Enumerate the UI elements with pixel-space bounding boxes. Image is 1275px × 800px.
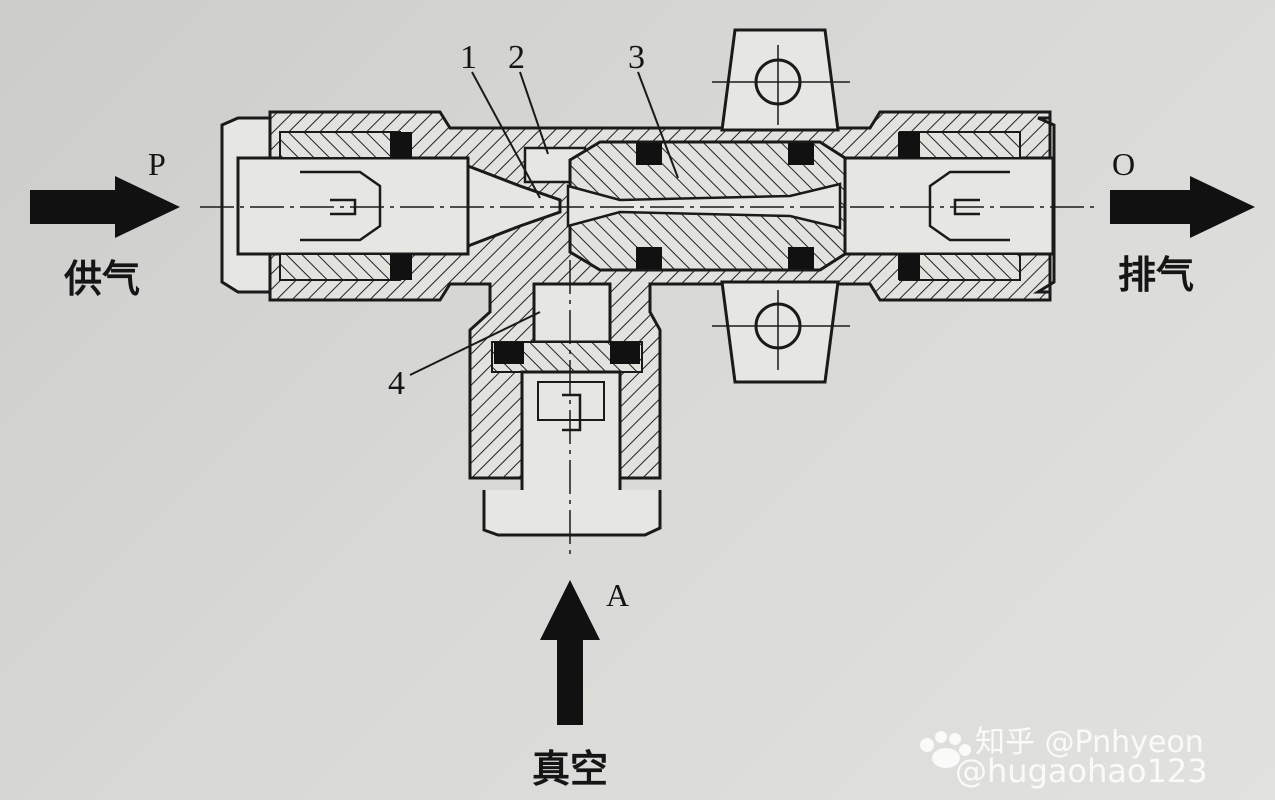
right-fitting xyxy=(843,116,1056,294)
label-port-o: O xyxy=(1112,146,1135,182)
label-part-1: 1 xyxy=(460,39,477,76)
watermark: 知乎 @Pnhyeon @hugaohao123 xyxy=(920,725,1208,790)
diffuser-oring-1 xyxy=(636,143,662,165)
right-oring-top xyxy=(898,132,920,158)
leader-lines xyxy=(409,71,679,376)
label-vacuum: 真空 xyxy=(532,747,608,791)
paw-icon xyxy=(920,731,971,768)
label-port-p: P xyxy=(148,146,166,182)
supply-arrow xyxy=(30,176,180,238)
watermark-line1: 知乎 @Pnhyeon xyxy=(975,725,1204,760)
label-exhaust: 排气 xyxy=(1118,253,1194,297)
diffuser xyxy=(566,140,847,272)
nozzle xyxy=(466,163,562,249)
center-lines xyxy=(200,206,1100,560)
top-mounting-bracket xyxy=(712,28,850,132)
label-supply: 供气 xyxy=(64,257,140,301)
right-oring-bottom xyxy=(898,254,920,280)
vacuum-arrow xyxy=(540,580,600,725)
label-part-3: 3 xyxy=(628,39,645,76)
watermark-line2: @hugaohao123 xyxy=(955,752,1208,790)
diffuser-oring-4 xyxy=(788,247,814,269)
diffuser-oring-2 xyxy=(788,143,814,165)
vacuum-fitting xyxy=(482,282,662,537)
vacuum-oring-right xyxy=(610,342,640,364)
left-oring-top xyxy=(390,132,412,158)
label-part-4: 4 xyxy=(388,365,405,402)
label-part-2: 2 xyxy=(508,39,525,76)
label-port-a: A xyxy=(606,577,629,613)
exhaust-arrow xyxy=(1110,176,1255,238)
vacuum-oring-left xyxy=(494,342,524,364)
left-oring-bottom xyxy=(390,254,412,280)
diffuser-oring-3 xyxy=(636,247,662,269)
left-fitting xyxy=(220,116,470,294)
bottom-mounting-bracket xyxy=(712,280,850,384)
